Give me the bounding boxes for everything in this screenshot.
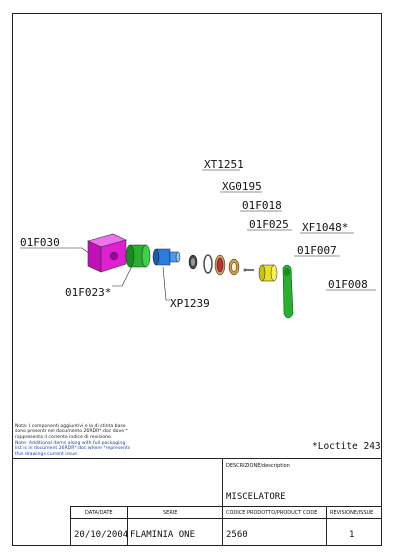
leader-01F030	[20, 247, 95, 258]
series-value: FLAMINIA ONE	[130, 530, 196, 540]
part-01F007-body	[258, 264, 278, 282]
leader-XP1239	[162, 266, 170, 301]
part-01F030-body	[87, 233, 127, 273]
part-XP1239-body	[152, 248, 181, 266]
label-01F023: 01F023*	[65, 286, 111, 299]
code-value: 2560	[226, 530, 248, 540]
part-XF1048-body	[243, 268, 254, 272]
revision-label: REVISIONE/ISSUE	[330, 510, 374, 516]
date-label: DATA/DATE	[85, 510, 113, 516]
title-block-top-line	[12, 458, 382, 459]
title-block-header-line	[70, 518, 382, 519]
part-01F008-body	[282, 264, 294, 319]
title-block-mid-line	[70, 506, 382, 507]
label-01F030: 01F030	[20, 236, 60, 249]
series-label: SERIE	[163, 510, 178, 516]
title-block-vline-date	[127, 506, 128, 546]
note-italian: Nota: I componenti aggiuntivi e la di st…	[15, 424, 128, 440]
revision-value: 1	[349, 530, 355, 540]
part-XT1251-body	[188, 254, 198, 270]
title-block-vline-left	[70, 506, 71, 546]
loctite-note: *Loctite 243	[312, 441, 381, 452]
drawing-sheet	[12, 13, 382, 546]
title-block-vline-desc	[222, 458, 223, 546]
title-block-vline-code	[326, 506, 327, 546]
label-XG0195: XG0195	[222, 180, 262, 193]
part-01F023-body	[125, 244, 151, 268]
part-01F025-body	[228, 258, 240, 276]
part-XG0195-body	[203, 254, 213, 274]
description-label: DESCRIZIONE/description	[226, 463, 290, 469]
label-XF1048: XF1048*	[302, 221, 348, 234]
part-01F018-body	[214, 254, 226, 276]
note-english: Note: Additional items along with full p…	[15, 441, 131, 457]
leader-01F023	[112, 265, 133, 287]
code-label: CODICE PRODOTTO/PRODUCT CODE	[226, 510, 318, 516]
date-value: 20/10/2004	[74, 530, 129, 540]
label-01F008: 01F008	[328, 278, 368, 291]
description-value: MISCELATORE	[226, 492, 286, 502]
label-XT1251: XT1251	[204, 158, 244, 171]
label-01F025: 01F025	[249, 218, 289, 231]
label-01F007: 01F007	[297, 244, 337, 257]
label-XP1239: XP1239	[170, 297, 210, 310]
label-01F018: 01F018	[242, 199, 282, 212]
